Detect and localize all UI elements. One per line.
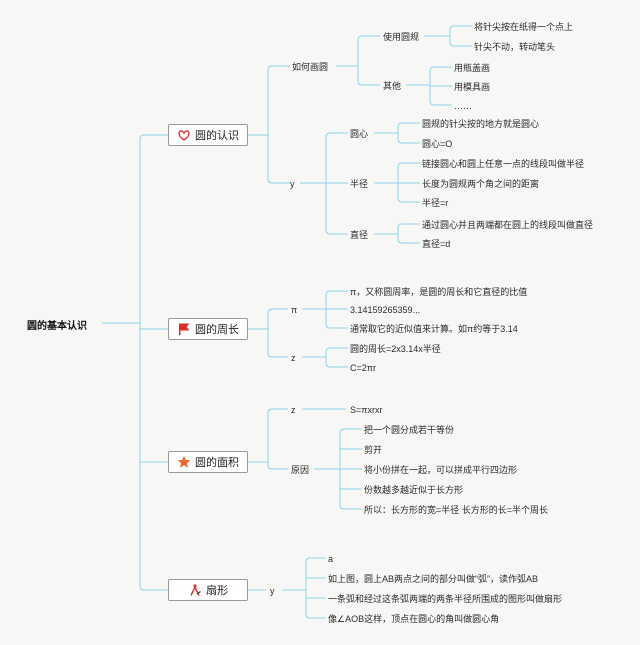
group-label[interactable]: 如何画圆 xyxy=(292,62,329,72)
group-label[interactable]: z xyxy=(291,405,296,415)
leaf-item[interactable]: 将针尖按在纸得一个点上 xyxy=(474,22,574,32)
leaf-item[interactable]: 剪开 xyxy=(364,445,383,455)
leaf-item[interactable]: 圆心=O xyxy=(422,139,453,149)
subgroup-label[interactable]: 其他 xyxy=(383,81,402,91)
branch-circumference[interactable]: 圆的周长 xyxy=(168,318,248,340)
leaf-item[interactable]: 链接圆心和圆上任意一点的线段叫做半径 xyxy=(422,159,585,169)
group-label[interactable]: 原因 xyxy=(291,465,310,475)
leaf-item[interactable]: 用瓶盖画 xyxy=(454,63,491,73)
leaf-item[interactable]: 通常取它的近似值来计算。如π约等于3.14 xyxy=(350,324,518,334)
connector xyxy=(429,100,452,106)
connector xyxy=(267,178,290,184)
branch-label: 圆的认识 xyxy=(195,130,239,142)
leaf-item[interactable]: 针尖不动，转动笔头 xyxy=(474,42,556,52)
leaf-item[interactable]: 把一个圆分成若干等份 xyxy=(364,425,455,435)
leaf-item[interactable]: 3.14159265359... xyxy=(350,305,421,315)
connector xyxy=(325,323,348,329)
leaf-item[interactable]: 如上图，圆上AB两点之间的部分叫做“弧”，读作弧AB xyxy=(328,574,539,584)
leaf-item[interactable]: 半径=r xyxy=(422,198,449,208)
connector xyxy=(267,408,288,414)
star-icon xyxy=(177,455,191,469)
branch-area[interactable]: 圆的面积 xyxy=(168,451,248,473)
connector xyxy=(357,35,380,41)
connector xyxy=(397,223,420,229)
connector xyxy=(139,134,168,140)
connector xyxy=(397,138,420,144)
connector xyxy=(305,613,326,619)
group-label[interactable]: z xyxy=(291,353,296,363)
connector xyxy=(449,25,472,31)
subgroup-label[interactable]: 半径 xyxy=(350,179,369,189)
connector xyxy=(397,238,420,244)
leaf-item[interactable]: …… xyxy=(454,101,472,111)
connector xyxy=(267,352,288,358)
connector xyxy=(339,428,362,434)
branch-label: 圆的面积 xyxy=(195,457,239,469)
subgroup-label[interactable]: 直径 xyxy=(350,230,369,240)
connector xyxy=(429,66,452,72)
leaf-item[interactable]: 圆的周长=2x3.14x半径 xyxy=(350,344,441,354)
group-label[interactable]: y xyxy=(270,586,275,596)
connector xyxy=(267,464,288,470)
connector xyxy=(325,290,348,296)
leaf-item[interactable]: 所以：长方形的宽=半径 长方形的长=半个周长 xyxy=(364,505,549,515)
heart-icon xyxy=(177,128,191,142)
connector xyxy=(325,132,348,138)
connector xyxy=(397,197,420,203)
branch-label: 圆的周长 xyxy=(195,324,239,336)
connector xyxy=(325,362,348,368)
leaf-item[interactable]: 圆规的针尖按的地方就是圆心 xyxy=(422,119,540,129)
flag-icon xyxy=(177,322,191,336)
connector xyxy=(267,308,288,314)
leaf-item[interactable]: S=πxrxr xyxy=(350,405,383,415)
connector xyxy=(357,80,380,86)
compass-icon xyxy=(188,583,202,597)
leaf-item[interactable]: 一条弧和经过这条弧两端的两条半径所围成的图形叫做扇形 xyxy=(328,594,563,604)
connector xyxy=(397,122,420,128)
branch-label: 扇形 xyxy=(206,585,228,597)
group-label[interactable]: π xyxy=(291,305,298,315)
branch-sector[interactable]: 扇形 xyxy=(168,579,248,601)
leaf-item[interactable]: 直径=d xyxy=(422,239,451,249)
leaf-item[interactable]: C=2πr xyxy=(350,363,376,373)
subgroup-label[interactable]: 使用圆规 xyxy=(383,32,420,42)
connector xyxy=(397,162,420,168)
leaf-item[interactable]: 将小份拼在一起，可以拼成平行四边形 xyxy=(364,465,518,475)
connector xyxy=(139,585,168,591)
leaf-item[interactable]: 像∠AOB这样，顶点在圆心的角叫做圆心角 xyxy=(328,614,500,624)
root-node[interactable]: 圆的基本认识 xyxy=(27,321,87,332)
branch-circle-recognition[interactable]: 圆的认识 xyxy=(168,124,248,146)
group-label[interactable]: y xyxy=(290,179,295,189)
subgroup-label[interactable]: 圆心 xyxy=(350,129,369,139)
leaf-item[interactable]: 通过圆心并且两端都在圆上的线段叫做直径 xyxy=(422,220,594,230)
connector xyxy=(325,229,348,235)
leaf-item[interactable]: 用模具画 xyxy=(454,82,491,92)
connector xyxy=(267,65,290,71)
connector xyxy=(305,557,326,563)
connector xyxy=(339,504,362,510)
leaf-item[interactable]: 份数越多越近似于长方形 xyxy=(364,485,464,495)
leaf-item[interactable]: π，又称圆周率，是圆的周长和它直径的比值 xyxy=(350,287,528,297)
connector xyxy=(325,347,348,353)
leaf-item[interactable]: a xyxy=(328,554,334,564)
leaf-item[interactable]: 长度为圆规两个角之间的距离 xyxy=(422,179,540,189)
connector xyxy=(449,41,472,47)
